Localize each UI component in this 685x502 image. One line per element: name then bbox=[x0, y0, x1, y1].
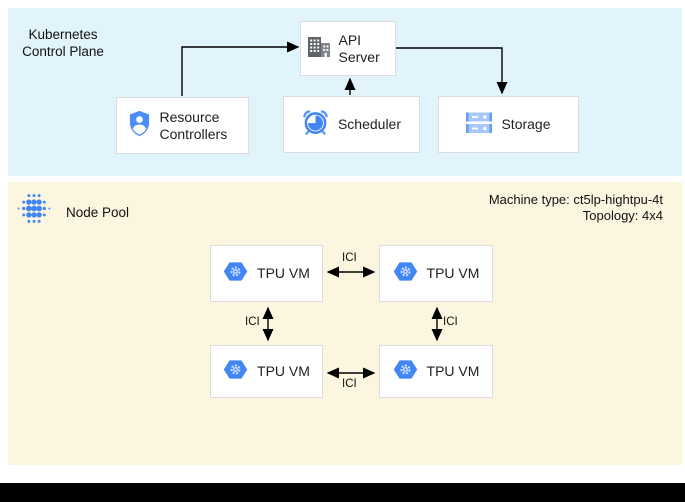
bottom-bar bbox=[0, 483, 685, 502]
api-server-box: API Server bbox=[300, 21, 396, 76]
resource-controllers-box: Resource Controllers bbox=[116, 97, 249, 154]
tpu-vm-label: TPU VM bbox=[426, 363, 480, 379]
storage-box: Storage bbox=[438, 96, 579, 153]
resource-controllers-label: Resource Controllers bbox=[159, 108, 228, 142]
control-plane-label-line2: Control Plane bbox=[22, 44, 104, 59]
tpu-vm-label: TPU VM bbox=[426, 265, 480, 281]
tpu-vm-label: TPU VM bbox=[257, 363, 310, 379]
shield-user-icon bbox=[128, 110, 151, 141]
ici-label-bottom: ICI bbox=[342, 378, 357, 390]
building-icon bbox=[307, 36, 330, 61]
control-plane-label: Kubernetes Control Plane bbox=[20, 26, 106, 60]
tpu-vm-label: TPU VM bbox=[257, 265, 310, 281]
machine-type-text: Machine type: ct5lp-hightpu-4t bbox=[488, 192, 663, 207]
machine-info: Machine type: ct5lp-hightpu-4t Topology:… bbox=[489, 192, 663, 224]
alarm-clock-icon bbox=[302, 109, 329, 140]
dot-cluster-icon bbox=[16, 192, 52, 230]
tpu-vm-box-bottom-right: TPU VM bbox=[379, 345, 493, 398]
api-server-label: API Server bbox=[338, 31, 380, 65]
node-pool-panel bbox=[8, 182, 682, 465]
scheduler-box: Scheduler bbox=[283, 96, 420, 153]
ici-label-top: ICI bbox=[342, 252, 357, 264]
scheduler-label: Scheduler bbox=[337, 116, 402, 132]
storage-label: Storage bbox=[501, 116, 551, 132]
hexagon-gear-icon bbox=[393, 261, 418, 286]
hexagon-gear-icon bbox=[223, 359, 248, 384]
hexagon-gear-icon bbox=[223, 261, 248, 286]
ici-label-right: ICI bbox=[443, 316, 458, 328]
node-pool-label: Node Pool bbox=[66, 205, 130, 220]
topology-text: Topology: 4x4 bbox=[582, 208, 663, 223]
tpu-vm-box-top-left: TPU VM bbox=[210, 245, 323, 302]
tpu-vm-box-bottom-left: TPU VM bbox=[210, 345, 323, 398]
control-plane-label-line1: Kubernetes bbox=[28, 27, 98, 42]
hexagon-gear-icon bbox=[393, 359, 418, 384]
server-stack-icon bbox=[466, 112, 493, 138]
tpu-vm-box-top-right: TPU VM bbox=[379, 245, 493, 302]
ici-label-left: ICI bbox=[245, 316, 260, 328]
